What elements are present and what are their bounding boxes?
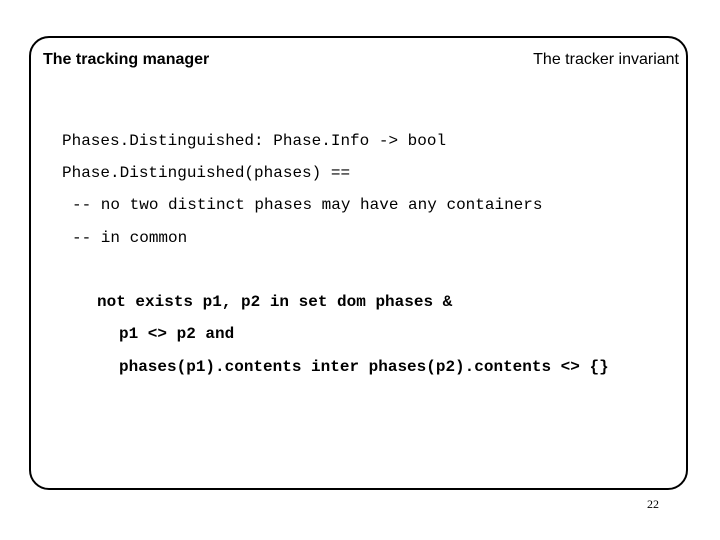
slide-frame bbox=[29, 36, 688, 490]
code-comment-line-2: -- in common bbox=[72, 229, 188, 247]
code-intersection-line: phases(p1).contents inter phases(p2).con… bbox=[119, 358, 609, 376]
code-signature-line: Phases.Distinguished: Phase.Info -> bool bbox=[62, 132, 447, 150]
page-number: 22 bbox=[647, 497, 659, 511]
code-comment-line-1: -- no two distinct phases may have any c… bbox=[72, 196, 543, 214]
slide-title-left: The tracking manager bbox=[43, 51, 210, 68]
slide-title-right: The tracker invariant bbox=[533, 51, 679, 68]
code-definition-line: Phase.Distinguished(phases) == bbox=[62, 164, 351, 182]
code-exists-line: not exists p1, p2 in set dom phases & bbox=[97, 293, 453, 311]
code-inequality-line: p1 <> p2 and bbox=[119, 325, 235, 343]
